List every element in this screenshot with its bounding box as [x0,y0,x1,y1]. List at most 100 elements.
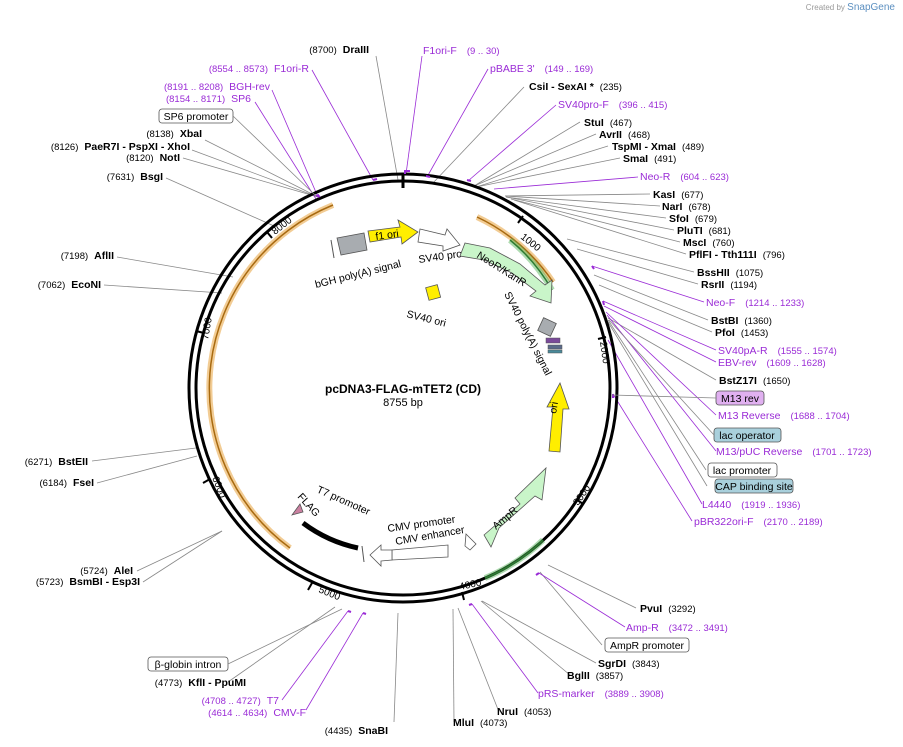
flag-arc [301,520,359,551]
primer-m13-reverse: M13 Reverse(1688 .. 1704) [718,410,850,422]
sv40ori-box [425,284,442,301]
tick-marks [195,215,607,601]
enzyme-tspmi: TspMI - XmaI(489) [612,141,704,153]
sv40-promoter-arrow [417,228,461,252]
primer-f1ori-r: (8554 .. 8573)F1ori-R [209,63,310,75]
enzyme-econi: (7062)EcoNI [38,279,101,291]
enzyme-snabi: (4435)SnaBI [325,725,388,737]
primer-m13-puc-reverse: M13/pUC Reverse(1701 .. 1723) [716,446,872,458]
f1ori-arrow [367,219,419,245]
enzyme-mlui: MluI(4073) [453,717,507,729]
enzyme-sfoi: SfoI(679) [669,213,717,225]
lac-operator-box: lac operator [719,430,775,442]
enzyme-bsteii: (6271)BstEII [25,456,88,468]
snapgene-brand: SnapGene [847,2,895,13]
enzyme-bstz17i: BstZ17I(1650) [719,375,790,387]
enzyme-smai: SmaI(491) [623,153,676,165]
ori-label: ori [547,401,561,415]
bgh-box [336,232,368,256]
enzyme-pluti: PluTI(681) [677,225,731,237]
enzyme-xbai: (8138)XbaI [146,128,202,140]
credit: Created by SnapGene [806,2,895,13]
enzyme-fsei: (6184)FseI [40,477,95,489]
right-enzyme-labels: CsiI - SexAI *(235) StuI(467) AvrII(468)… [453,81,790,729]
primer-amp-r: Amp-R(3472 .. 3491) [626,622,728,634]
sv40ori-label: SV40 ori [405,308,447,329]
t7-promoter-label: T7 promoter [315,484,373,518]
enzyme-aflii: (7198)AflII [61,250,114,262]
primer-f1ori-f: F1ori-F(9 .. 30) [423,45,500,57]
neor-arrow [459,242,553,304]
bgh-label: bGH poly(A) signal [314,258,402,291]
primer-prs-marker: pRS-marker(3889 .. 3908) [538,688,664,700]
ampr-promoter-arrow [464,533,477,551]
enzyme-bsmbi: (5723)BsmBI - Esp3I [36,576,140,588]
primer-neo-r: Neo-R(604 .. 623) [640,171,729,183]
ampr-arrow [483,466,547,548]
tick-2000: 2000 [597,341,611,365]
primer-sp6: (8154 .. 8171)SP6 [166,93,251,105]
primer-sv40pro-f: SV40pro-F(396 .. 415) [558,99,667,111]
backbone [187,172,619,604]
primer-pbabe3: pBABE 3'(149 .. 169) [490,63,593,75]
enzyme-stui: StuI(467) [584,117,632,129]
tick-4000: 4000 [458,577,482,592]
sp6-promoter-box: SP6 promoter [164,111,229,123]
plasmid-length: 8755 bp [383,397,423,409]
beta-globin-intron-box: β-globin intron [155,659,222,671]
primer-l4440: L4440(1919 .. 1936) [702,499,800,511]
sv40pa-box [537,317,557,337]
left-enzyme-labels: (8700)DraIII (8138)XbaI (8126)PaeR7I - P… [25,44,388,737]
enzyme-rsrii: RsrII(1194) [701,279,757,291]
m13-rev-box: M13 rev [721,393,760,405]
primer-pbr322ori-f: pBR322ori-F(2170 .. 2189) [694,516,823,528]
enzyme-pfoi: PfoI(1453) [715,327,768,339]
tick-3000: 3000 [571,483,593,508]
enzyme-avrii: AvrII(468) [599,129,650,141]
enzyme-nari: NarI(678) [662,201,711,213]
right-primer-labels: F1ori-F(9 .. 30) pBABE 3'(149 .. 169) SV… [423,45,872,700]
enzyme-nrui: NruI(4053) [497,706,551,718]
enzyme-pflfi: PflFI - Tth111I(796) [689,249,785,261]
credit-text: Created by [805,3,845,12]
enzyme-kfli: (4773)KflI - PpuMI [155,677,246,689]
enzyme-bsgi: (7631)BsgI [107,171,163,183]
primer-ebv-rev: EBV-rev(1609 .. 1628) [718,357,826,369]
lac-promoter-box: lac promoter [713,465,772,477]
right-leader-lines [432,86,717,723]
primer-t7: (4708 .. 4727)T7 [202,695,280,707]
right-primer-lines [405,55,717,694]
ampr-promoter-box: AmpR promoter [610,640,685,652]
enzyme-bstbi: BstBI(1360) [711,315,772,327]
enzyme-sgrdi: SgrDI(3843) [598,658,659,670]
enzyme-bsshii: BssHII(1075) [697,267,763,279]
enzyme-paer7i: (8126)PaeR7I - PspXI - XhoI [51,141,190,153]
enzyme-kasi: KasI(677) [653,189,703,201]
enzyme-bglii: BglII(3857) [567,670,623,682]
left-feature-boxes: SP6 promoter β-globin intron [147,108,343,672]
enzyme-alei: (5724)AleI [80,565,133,577]
flag-tag [291,503,304,516]
primer-neo-f: Neo-F(1214 .. 1233) [706,297,804,309]
tick-7000: 7000 [200,316,215,340]
f1ori-label: f1 ori [375,228,400,243]
primer-cmv-f: (4614 .. 4634)CMV-F [208,707,306,719]
cap-binding-site-box: CAP binding site [715,481,793,493]
tick-5000: 5000 [317,585,342,604]
primer-sv40pa-r: SV40pA-R(1555 .. 1574) [718,345,837,357]
enzyme-msci: MscI(760) [683,237,735,249]
center-title: pcDNA3-FLAG-mTET2 (CD) 8755 bp [325,382,481,409]
right-feature-boxes: M13 rev lac operator lac promoter CAP bi… [604,319,794,653]
plasmid-title: pcDNA3-FLAG-mTET2 (CD) [325,382,481,396]
cmv-promoter-arrow [369,544,393,567]
left-primer-labels: (8554 .. 8573)F1ori-R (8191 .. 8208)BGH-… [164,63,309,719]
ori-arrow [546,382,570,453]
left-leader-lines [91,55,399,723]
primer-bgh-rev: (8191 .. 8208)BGH-rev [164,81,271,93]
enzyme-noti: (8120)NotI [126,152,180,164]
enzyme-pvui: PvuI(3292) [640,603,696,615]
enzyme-draiii: (8700)DraIII [309,44,369,56]
enzyme-csii: CsiI - SexAI *(235) [529,81,622,93]
left-primer-lines [254,69,374,711]
